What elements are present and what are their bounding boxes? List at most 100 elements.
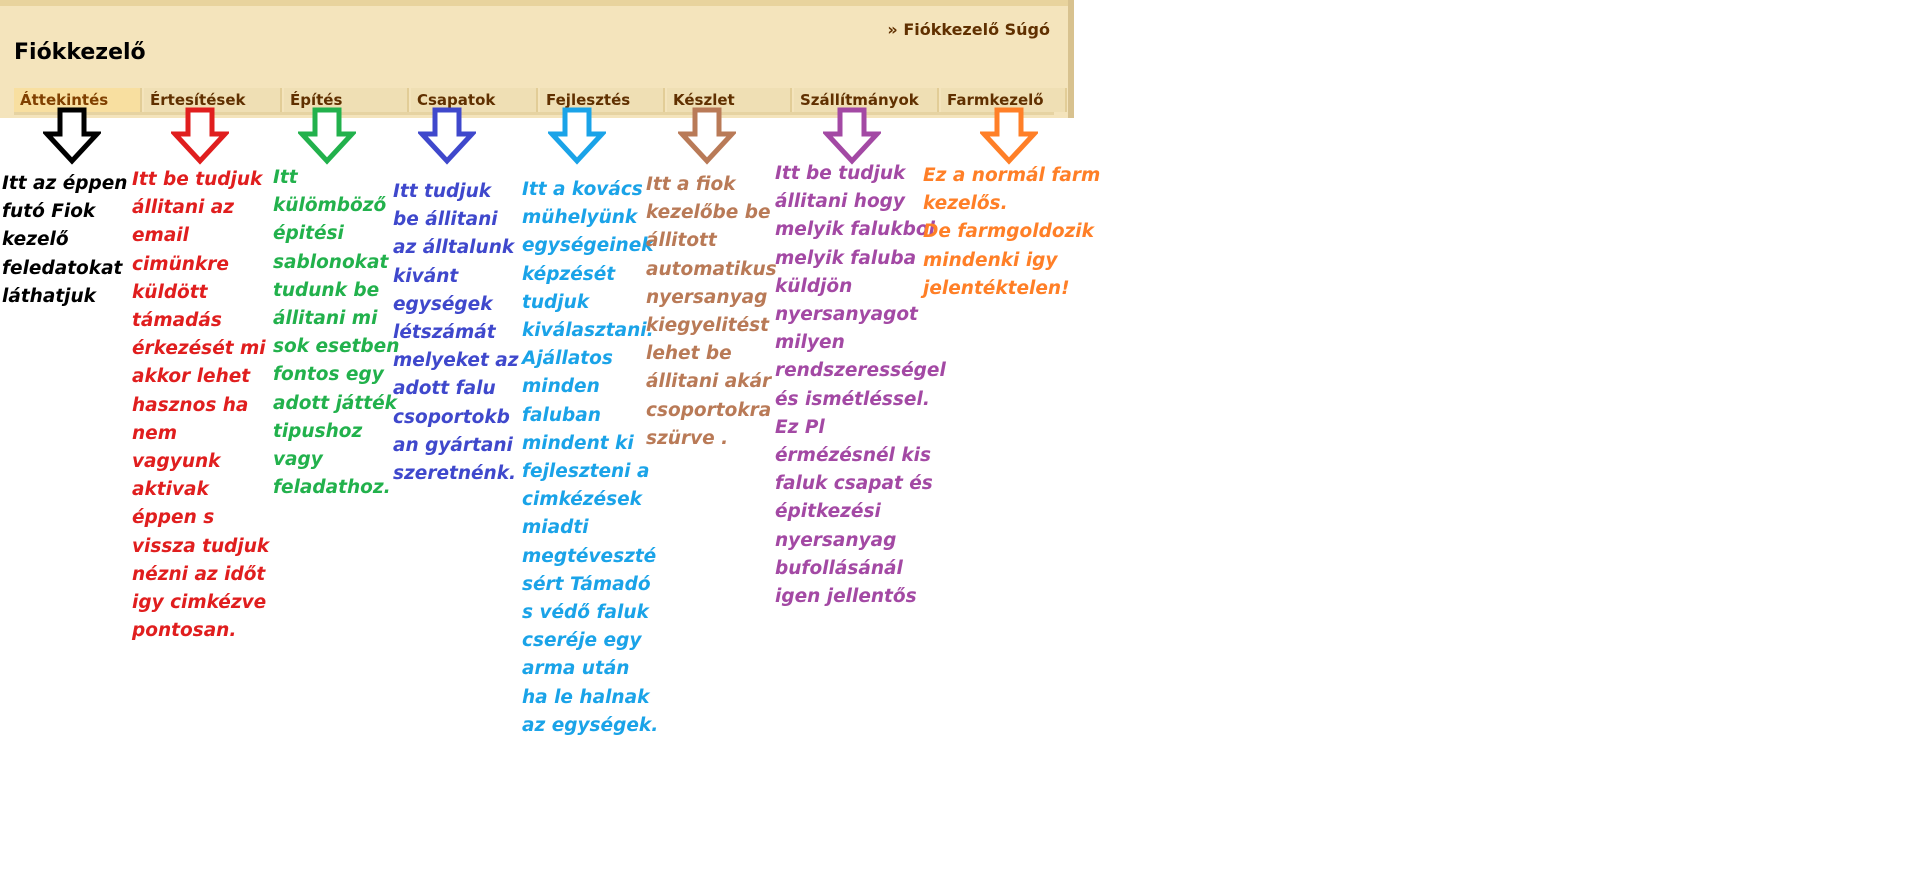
tab-bar: Áttekintés Értesítések Építés Csapatok F… [14, 88, 1067, 112]
annotation-line: csoportokra [646, 399, 772, 421]
annotation-line: épitési [273, 223, 344, 245]
annotation-line: láthatjuk [2, 285, 96, 307]
annotation-line: szürve . [646, 427, 729, 449]
annotation-line: vagy [273, 449, 323, 471]
tab-notifications[interactable]: Értesítések [144, 88, 282, 112]
down-arrow-icon [980, 107, 1038, 165]
annotation-line: állitani hogy [775, 191, 905, 213]
annotation-line: ha le halnak [522, 686, 650, 708]
annotation-line: kivánt [393, 265, 459, 287]
annotation-line: tipushoz [273, 420, 363, 442]
tab-transports[interactable]: Szállítmányok [794, 88, 939, 112]
annotation-line: Itt az éppen [2, 173, 128, 194]
annotation-line: küldjön [775, 275, 853, 297]
annotation-line: melyik falukbol [775, 219, 935, 241]
account-manager-panel: » Fiókkezelő Súgó Fiókkezelő Áttekintés … [0, 0, 1074, 118]
annotation-line: Itt a fiok [646, 174, 736, 195]
annotation-line: nézni az időt [132, 563, 266, 585]
annotation-line: vagyunk [132, 451, 221, 473]
annotation-line: érmézésnél kis [775, 445, 931, 467]
annotation-line: Ez a normál farm [923, 165, 1101, 186]
annotation-line: egységek [393, 293, 493, 315]
annotation-line: Ez Pl [775, 416, 825, 438]
annotation-line: nem [132, 422, 177, 444]
annotation-line: mindent ki [522, 432, 634, 454]
annotation-line: De farmgoldozik [923, 221, 1094, 243]
panel-top-border [0, 0, 1068, 6]
down-arrow-icon [823, 107, 881, 165]
annotation-line: automatikus [646, 258, 777, 280]
annotation-line: mühelyünk [522, 207, 638, 229]
annotation-line: faluk csapat és [775, 473, 933, 495]
annotation-research: Itt a kovács mühelyünk egységeinek képzé… [522, 176, 658, 740]
annotation-line: lehet be [646, 343, 732, 365]
annotation-line: Itt be tudjuk [132, 169, 263, 190]
annotation-line: állitott [646, 230, 717, 252]
annotation-line: mindenki igy [923, 249, 1058, 271]
annotation-line: Itt be tudjuk [775, 163, 906, 184]
down-arrow-icon [548, 107, 606, 165]
annotation-line: feledatokat [2, 257, 123, 279]
annotation-line: érkezését mi [132, 338, 266, 360]
annotation-line: s védő faluk [522, 602, 649, 624]
down-arrow-icon [298, 107, 356, 165]
annotation-line: minden [522, 376, 600, 398]
annotation-line: állitani akár [646, 371, 772, 393]
annotation-line: rendszerességel [775, 360, 946, 382]
annotation-line: cseréje egy [522, 630, 642, 652]
tab-strip-line [14, 112, 1054, 115]
annotation-line: be állitani [393, 209, 498, 231]
annotation-line: aktivak [132, 479, 209, 501]
annotation-transports: Itt be tudjuk állitani hogy melyik faluk… [775, 160, 946, 611]
annotation-line: Ajállatos [522, 348, 613, 370]
annotation-line: adott falu [393, 378, 496, 400]
annotation-line: nyersanyagot [775, 304, 918, 326]
annotation-line: melyik faluba [775, 247, 917, 269]
annotation-line: tudunk be [273, 279, 380, 301]
annotation-line: igen jellentős [775, 586, 917, 608]
annotation-line: nyersanyag [646, 286, 768, 308]
annotation-line: éppen s [132, 507, 215, 529]
annotation-line: faluban [522, 404, 601, 426]
annotation-line: jelentéktelen! [923, 277, 1070, 299]
annotation-line: fejleszteni a [522, 461, 650, 483]
annotation-line: támadás [132, 310, 222, 332]
annotation-resources: Itt a fiok kezelőbe be állitott automati… [646, 171, 777, 453]
tab-research[interactable]: Fejlesztés [540, 88, 665, 112]
annotation-line: kiválasztani. [522, 320, 654, 342]
annotation-line: akkor lehet [132, 366, 251, 388]
tab-troops[interactable]: Csapatok [411, 88, 538, 112]
annotation-line: épitkezési [775, 501, 881, 523]
annotation-line: kiegyelitést [646, 315, 769, 337]
annotation-farm-manager: Ez a normál farm kezelős. De farmgoldozi… [923, 162, 1100, 303]
tab-resources[interactable]: Készlet [667, 88, 792, 112]
annotation-line: milyen [775, 332, 845, 354]
annotation-line: Itt tudjuk [393, 181, 492, 202]
annotation-overview: Itt az éppen futó Fiok kezelő feledatoka… [2, 170, 127, 311]
annotation-line: kezelős. [923, 193, 1008, 215]
annotation-line: egységeinek [522, 235, 654, 257]
annotation-line: adott játték [273, 392, 397, 414]
annotation-line: és ismétléssel. [775, 388, 930, 410]
annotation-line: Itt [273, 167, 298, 188]
annotation-line: pontosan. [132, 620, 237, 642]
help-link[interactable]: » Fiókkezelő Súgó [887, 20, 1050, 39]
annotation-line: cimkézések [522, 489, 642, 511]
annotation-line: fontos egy [273, 364, 384, 386]
down-arrow-icon [43, 107, 101, 165]
annotation-line: futó Fiok [2, 201, 96, 223]
annotation-line: az egységek. [522, 714, 659, 736]
annotation-line: email [132, 225, 189, 247]
down-arrow-icon [171, 107, 229, 165]
annotation-line: az álltalunk [393, 237, 515, 259]
annotation-line: szeretnénk. [393, 463, 517, 485]
annotation-line: tudjuk [522, 291, 590, 313]
annotation-line: kezelő [2, 229, 69, 251]
annotation-line: igy cimkézve [132, 592, 267, 614]
tab-building[interactable]: Építés [284, 88, 409, 112]
annotation-line: an gyártani [393, 434, 513, 456]
annotation-line: állitani mi [273, 308, 378, 330]
annotation-line: külömböző [273, 195, 387, 217]
annotation-line: miadti [522, 517, 589, 539]
page-title: Fiókkezelő [14, 40, 146, 65]
